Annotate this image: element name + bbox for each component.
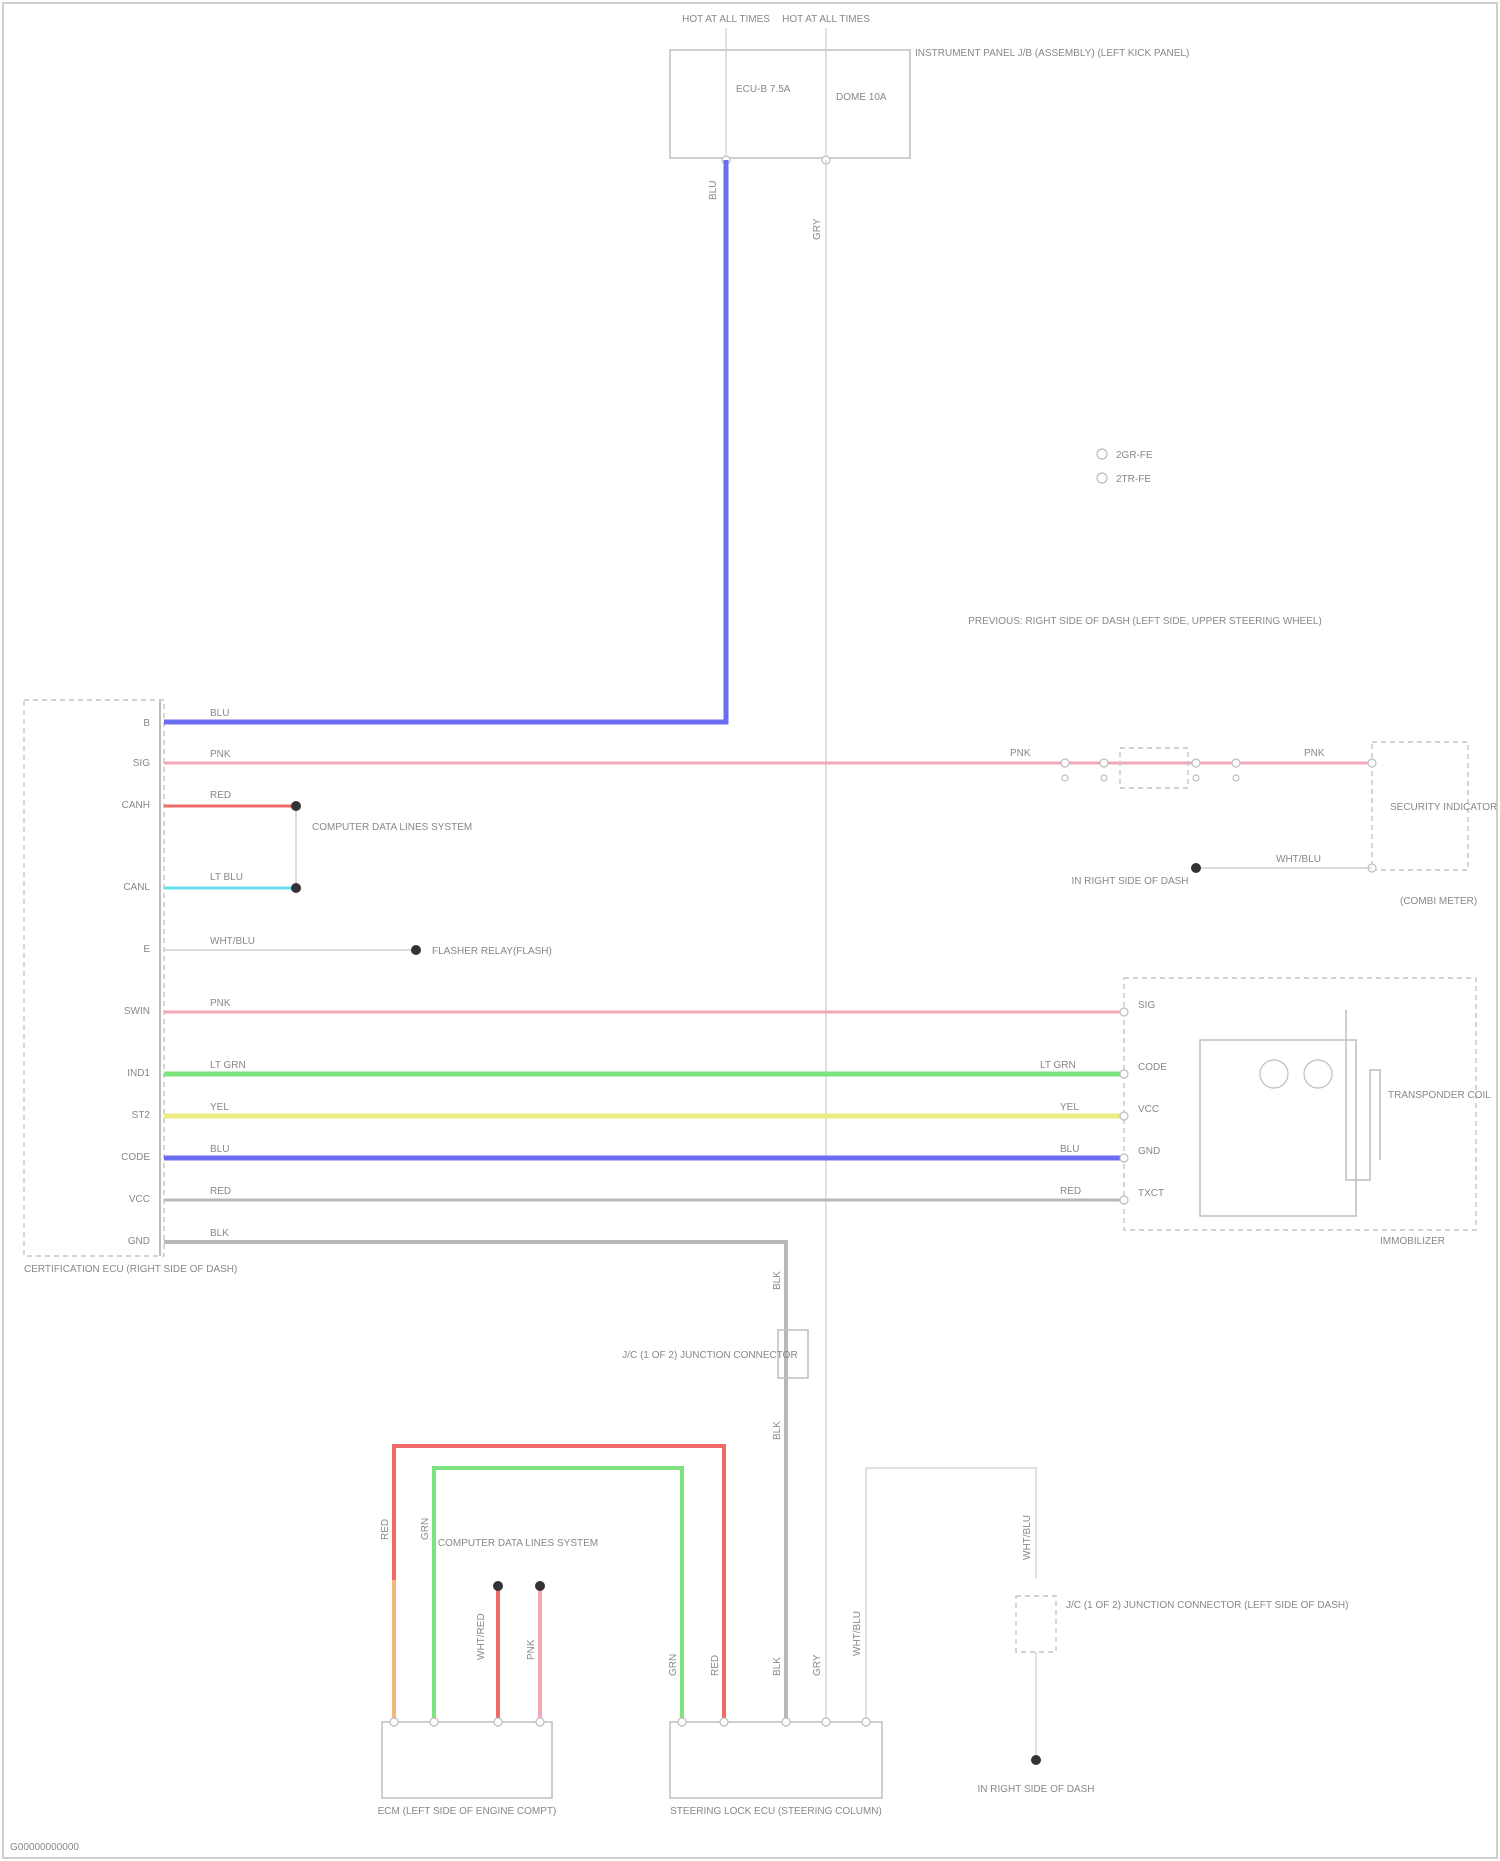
ecu-pin-canh: CANH: [122, 800, 150, 811]
sl-wire-wht: WHT/BLU: [852, 1611, 863, 1656]
transponder-amplifier: TRANSPONDER COIL IMMOBILIZER SIG CODE VC…: [1120, 978, 1491, 1247]
fuse-left-label: ECU-B 7.5A: [736, 84, 791, 95]
wire-label-w7: LT GRN: [210, 1060, 246, 1071]
jc-wire-blk2: BLK: [772, 1421, 783, 1440]
ground-junction: J/C (1 OF 2) JUNCTION CONNECTOR (LEFT SI…: [977, 1515, 1348, 1795]
ecu-pin-labels: B SIG CANH CANL E SWIN IND1 ST2 CODE VCC…: [121, 718, 150, 1247]
ecm-label: ECM (LEFT SIDE OF ENGINE COMPT): [378, 1806, 557, 1817]
ecu-pin-vcc: VCC: [129, 1194, 150, 1205]
ecu-pin-sig: SIG: [133, 758, 150, 769]
certification-ecu: CERTIFICATION ECU (RIGHT SIDE OF DASH) B…: [24, 700, 237, 1275]
ecu-box: [24, 700, 164, 1256]
page-border: [3, 3, 1497, 1858]
amp-pin-txct: TXCT: [1138, 1188, 1164, 1199]
right-label-pnk-a: PNK: [1010, 748, 1031, 759]
fuse-block: HOT AT ALL TIMES HOT AT ALL TIMES ECU-B …: [670, 14, 1189, 240]
security-label: SECURITY INDICATOR: [1390, 802, 1497, 813]
fuse-wire-right: GRY: [812, 218, 823, 240]
can-label: COMPUTER DATA LINES SYSTEM: [312, 822, 472, 833]
ecm-wire-red: RED: [380, 1519, 391, 1540]
wire-label-w2: PNK: [210, 749, 231, 760]
sl-wire-gry: GRY: [812, 1654, 823, 1676]
wire-label-w8: YEL: [210, 1102, 229, 1113]
ground-dot: [1191, 863, 1201, 873]
ground2-label: IN RIGHT SIDE OF DASH: [977, 1784, 1094, 1795]
ecu-pin-swin: SWIN: [124, 1006, 150, 1017]
right-label-red: RED: [1060, 1186, 1081, 1197]
wire-label-w5: WHT/BLU: [210, 936, 255, 947]
wire-label-w1: BLU: [210, 708, 229, 719]
fuse-right-label: DOME 10A: [836, 92, 887, 103]
junction2-label: J/C (1 OF 2) JUNCTION CONNECTOR (LEFT SI…: [1066, 1600, 1348, 1611]
fuse-right-title: HOT AT ALL TIMES: [782, 14, 870, 25]
sl-wire-blk: BLK: [772, 1657, 783, 1676]
sl-wire-grn: GRN: [668, 1654, 679, 1676]
gnd-wire-wht: WHT/BLU: [1022, 1515, 1033, 1560]
fuse-box: [670, 50, 910, 158]
legend: 2GR-FE 2TR-FE: [1097, 449, 1153, 485]
ground-wire-label: WHT/BLU: [1276, 854, 1321, 865]
steering-lock-ecu: STEERING LOCK ECU (STEERING COLUMN): [670, 1718, 882, 1817]
instrument-panel-label: INSTRUMENT PANEL J/B (ASSEMBLY) (LEFT KI…: [915, 48, 1189, 59]
wire-label-w9: BLU: [210, 1144, 229, 1155]
ecm-can-label: COMPUTER DATA LINES SYSTEM: [438, 1538, 598, 1549]
jc-connector: J/C (1 OF 2) JUNCTION CONNECTOR BLK BLK: [622, 1271, 808, 1440]
ecu-pin-e: E: [143, 944, 150, 955]
ecm-wire-wht: WHT/RED: [476, 1613, 487, 1660]
wire-grn-ecm: [434, 1468, 682, 1720]
ecu-pin-b: B: [143, 718, 150, 729]
ecu-pin-code: CODE: [121, 1152, 150, 1163]
ecu-label: CERTIFICATION ECU (RIGHT SIDE OF DASH): [24, 1264, 237, 1275]
ground-label: IN RIGHT SIDE OF DASH: [1071, 876, 1188, 887]
amplifier-label: IMMOBILIZER: [1380, 1236, 1445, 1247]
amp-pin-sig: SIG: [1138, 1000, 1155, 1011]
amp-pin-vcc: VCC: [1138, 1104, 1159, 1115]
right-label-ltgrn: LT GRN: [1040, 1060, 1076, 1071]
amp-pin-code: CODE: [1138, 1062, 1167, 1073]
ecu-pin-st2: ST2: [132, 1110, 151, 1121]
right-label-blu: BLU: [1060, 1144, 1079, 1155]
fuse-wire-left: BLU: [708, 181, 719, 200]
wire-blk-gnd: [164, 1242, 786, 1720]
right-label-pnk-b: PNK: [1304, 748, 1325, 759]
sl-wire-red: RED: [710, 1655, 721, 1676]
flasher-label: FLASHER RELAY(FLASH): [432, 946, 552, 957]
amp-pin-gnd: GND: [1138, 1146, 1160, 1157]
ecm-wire-pnk: PNK: [526, 1639, 537, 1660]
ecu-pin-canl: CANL: [123, 882, 150, 893]
right-label-yel: YEL: [1060, 1102, 1079, 1113]
transponder-coil-label: TRANSPONDER COIL: [1388, 1090, 1491, 1101]
wire-label-w11: BLK: [210, 1228, 229, 1239]
footer-code: G00000000000: [10, 1842, 79, 1853]
splice-label: PREVIOUS: RIGHT SIDE OF DASH (LEFT SIDE,…: [968, 616, 1322, 627]
wire-label-w3: RED: [210, 790, 231, 801]
fuse-left-title: HOT AT ALL TIMES: [682, 14, 770, 25]
security-indicator: SECURITY INDICATOR (COMBI METER): [1368, 742, 1497, 907]
ecm: ECM (LEFT SIDE OF ENGINE COMPT): [378, 1718, 557, 1817]
cluster-label: (COMBI METER): [1400, 896, 1477, 907]
wire-blu-ecu-b: [164, 160, 726, 722]
wire-label-w6: PNK: [210, 998, 231, 1009]
wire-label-w4: LT BLU: [210, 872, 243, 883]
steering-ecu-label: STEERING LOCK ECU (STEERING COLUMN): [670, 1806, 882, 1817]
wire-label-w10: RED: [210, 1186, 231, 1197]
ecm-wire-grn: GRN: [420, 1518, 431, 1540]
jc-label: J/C (1 OF 2) JUNCTION CONNECTOR: [622, 1350, 797, 1361]
jc-wire-blk: BLK: [772, 1271, 783, 1290]
legend-item-2: 2TR-FE: [1116, 474, 1151, 485]
legend-item-1: 2GR-FE: [1116, 450, 1153, 461]
wire-red-ecm: [394, 1446, 724, 1720]
ecu-pin-ind1: IND1: [127, 1068, 150, 1079]
ecu-pin-gnd: GND: [128, 1236, 150, 1247]
